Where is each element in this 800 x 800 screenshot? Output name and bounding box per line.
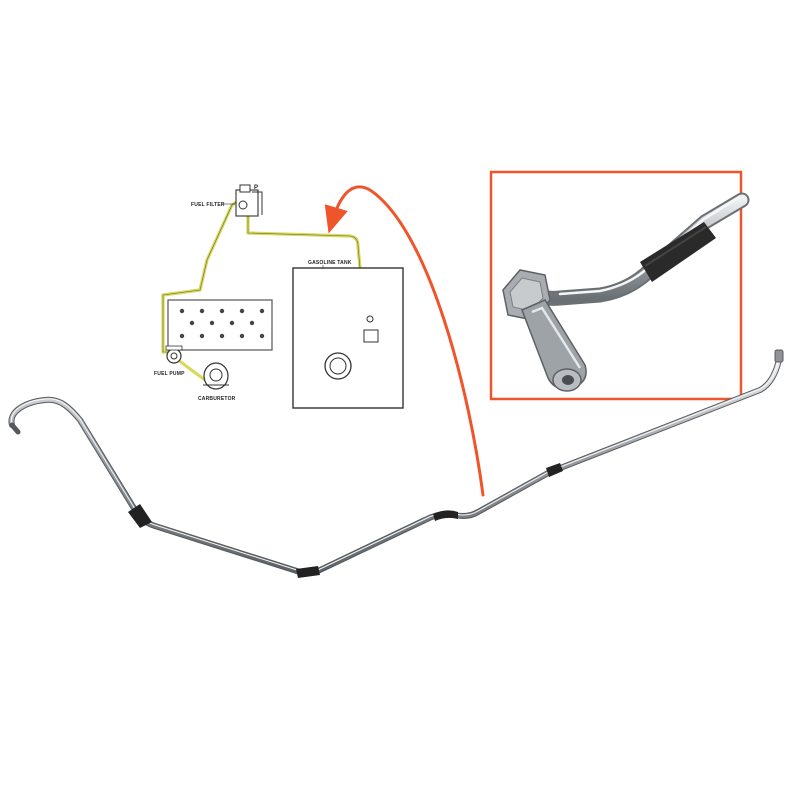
rubber-sleeve: [546, 463, 563, 477]
fuel-system-schematic: P FUEL FILTER FUEL PUMP CARBURETOR: [154, 184, 404, 409]
tank-sender-icon: [363, 315, 379, 343]
rubber-sleeve: [128, 504, 152, 528]
fuel-pump-label: FUEL PUMP: [154, 371, 185, 377]
fuel-filter-label: FUEL FILTER: [191, 202, 225, 208]
fuel-filter-icon: P: [235, 184, 263, 217]
carburetor-label: CARBURETOR: [198, 396, 236, 402]
fuel-line-tube: [8, 349, 784, 578]
gasoline-tank-label: GASOLINE TANK: [308, 260, 352, 266]
tube-end-fitting: [774, 349, 784, 363]
rubber-sleeve: [433, 510, 458, 521]
rubber-sleeve: [640, 222, 716, 282]
carburetor-icon: [203, 362, 229, 390]
fitting-closeup-inset: [489, 170, 750, 401]
rubber-sleeve: [296, 566, 320, 578]
engine-block-icon: [167, 299, 273, 351]
callout-arrow: [324, 185, 485, 497]
svg-text:P: P: [254, 185, 258, 191]
tank-filler-cap-icon: [324, 352, 352, 380]
fuel-pump-icon: [165, 345, 183, 364]
gasoline-tank: [292, 267, 404, 409]
